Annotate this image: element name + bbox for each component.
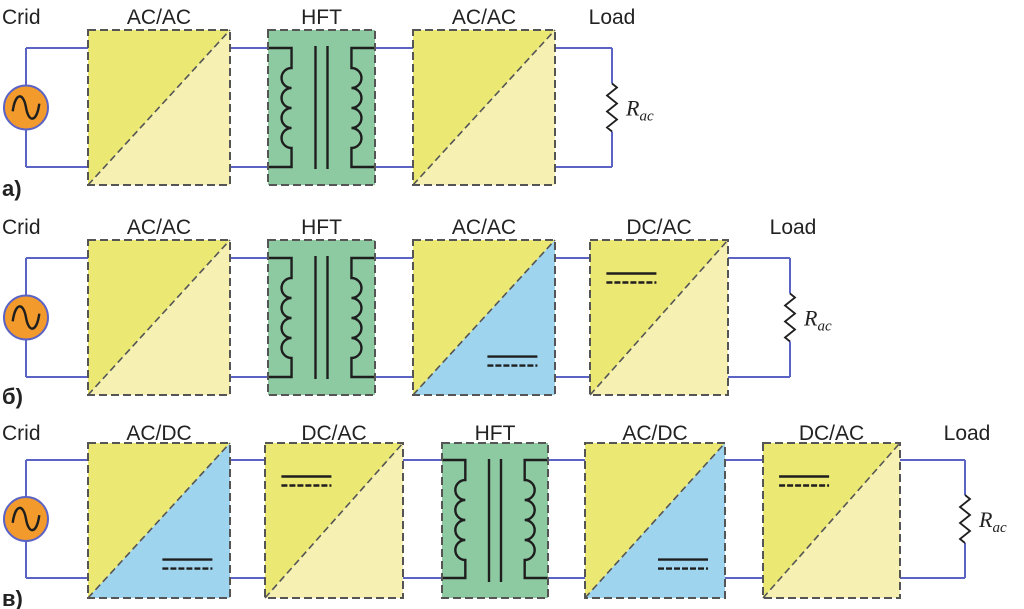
- grid-label: Crid: [2, 216, 41, 239]
- block-border: [584, 442, 726, 599]
- converter-block-acac: AC/AC: [87, 216, 231, 396]
- diagonal-divider: [87, 29, 231, 186]
- block-border: [589, 239, 729, 396]
- block-label: AC/DC: [126, 422, 191, 445]
- hft-background: [268, 240, 375, 395]
- transformer-icon: [268, 46, 375, 169]
- source-sine-icon: [11, 305, 41, 330]
- dc-symbol-icon: [487, 355, 538, 367]
- source-sine-icon: [11, 95, 41, 120]
- block-label: HFT: [475, 422, 516, 445]
- resistor-label: Rac: [625, 96, 654, 125]
- diagonal-divider: [87, 239, 231, 396]
- block-label: AC/AC: [452, 6, 516, 29]
- hft-background: [268, 30, 375, 185]
- converter-block-hft: HFT: [267, 6, 376, 186]
- converter-block-dcac: DC/AC: [264, 422, 404, 599]
- grid-label: Crid: [2, 6, 41, 29]
- row-label: б): [2, 384, 23, 409]
- block-label: AC/AC: [127, 6, 191, 29]
- resistor-subscript: ac: [992, 520, 1007, 536]
- block-label: AC/DC: [622, 422, 687, 445]
- block-border: [267, 239, 376, 396]
- converter-block-acdc: AC/DC: [87, 422, 231, 599]
- resistor-icon: [783, 292, 797, 343]
- resistor-symbol: R: [803, 306, 818, 331]
- hft-background: [442, 443, 548, 598]
- resistor-symbol: R: [625, 96, 640, 121]
- block-border: [87, 442, 231, 599]
- transformer-icon: [442, 458, 548, 582]
- converter-block-acac: AC/AC: [87, 6, 231, 186]
- resistor-symbol: R: [978, 507, 993, 532]
- diagonal-divider: [589, 239, 729, 396]
- dc-symbol-icon: [162, 558, 213, 570]
- block-border: [87, 239, 231, 396]
- source-sine-icon: [11, 506, 41, 532]
- block-label: DC/AC: [799, 422, 864, 445]
- grid-label: Crid: [2, 422, 41, 445]
- block-border: [441, 442, 549, 599]
- primary-coil: [268, 256, 293, 379]
- converter-block-dcac: DC/AC: [589, 216, 729, 396]
- diagonal-divider: [264, 442, 404, 599]
- converter-block-dcac: DC/AC: [762, 422, 901, 599]
- block-label: DC/AC: [301, 422, 366, 445]
- resistor-icon: [605, 82, 619, 133]
- converter-block-acac: AC/AC: [412, 6, 556, 186]
- row-label: в): [2, 586, 23, 609]
- block-label: AC/AC: [127, 216, 191, 239]
- ac-source-icon: [3, 84, 49, 131]
- load-resistor: [605, 48, 619, 167]
- resistor-label: Rac: [803, 306, 832, 335]
- block-border: [762, 442, 901, 599]
- ac-source-icon: [3, 294, 49, 341]
- converter-block-hft: HFT: [441, 422, 549, 599]
- block-border: [412, 29, 556, 186]
- load-resistor: [783, 258, 797, 377]
- load-resistor: [958, 460, 972, 578]
- block-border: [412, 239, 556, 396]
- dc-symbol-icon: [281, 475, 332, 487]
- row-label: а): [2, 176, 22, 201]
- primary-coil: [442, 458, 467, 580]
- transformer-icon: [268, 256, 375, 379]
- block-label: AC/AC: [452, 216, 516, 239]
- block-label: HFT: [301, 6, 342, 29]
- block-border: [264, 442, 404, 599]
- converter-block-hft: HFT: [267, 216, 376, 396]
- diagonal-divider: [87, 442, 231, 599]
- load-label: Load: [944, 422, 991, 445]
- block-label: DC/AC: [626, 216, 691, 239]
- block-border: [267, 29, 376, 186]
- diagonal-divider: [584, 442, 726, 599]
- resistor-icon: [958, 494, 972, 544]
- secondary-coil: [350, 46, 375, 169]
- dc-symbol-icon: [779, 475, 830, 487]
- secondary-coil: [523, 458, 548, 580]
- primary-coil: [268, 46, 293, 169]
- converter-block-acdc: AC/DC: [584, 422, 726, 599]
- secondary-coil: [350, 256, 375, 379]
- block-border: [87, 29, 231, 186]
- ac-source-icon: [3, 496, 49, 542]
- dc-symbol-icon: [606, 272, 657, 284]
- load-label: Load: [589, 6, 636, 29]
- resistor-subscript: ac: [817, 319, 832, 335]
- block-label: HFT: [301, 216, 342, 239]
- dc-symbol-icon: [658, 558, 708, 570]
- load-label: Load: [770, 216, 817, 239]
- diagonal-divider: [412, 239, 556, 396]
- resistor-label: Rac: [978, 507, 1007, 536]
- converter-block-acdc: AC/AC: [412, 216, 556, 396]
- diagonal-divider: [762, 442, 901, 599]
- resistor-subscript: ac: [639, 109, 654, 125]
- diagonal-divider: [412, 29, 556, 186]
